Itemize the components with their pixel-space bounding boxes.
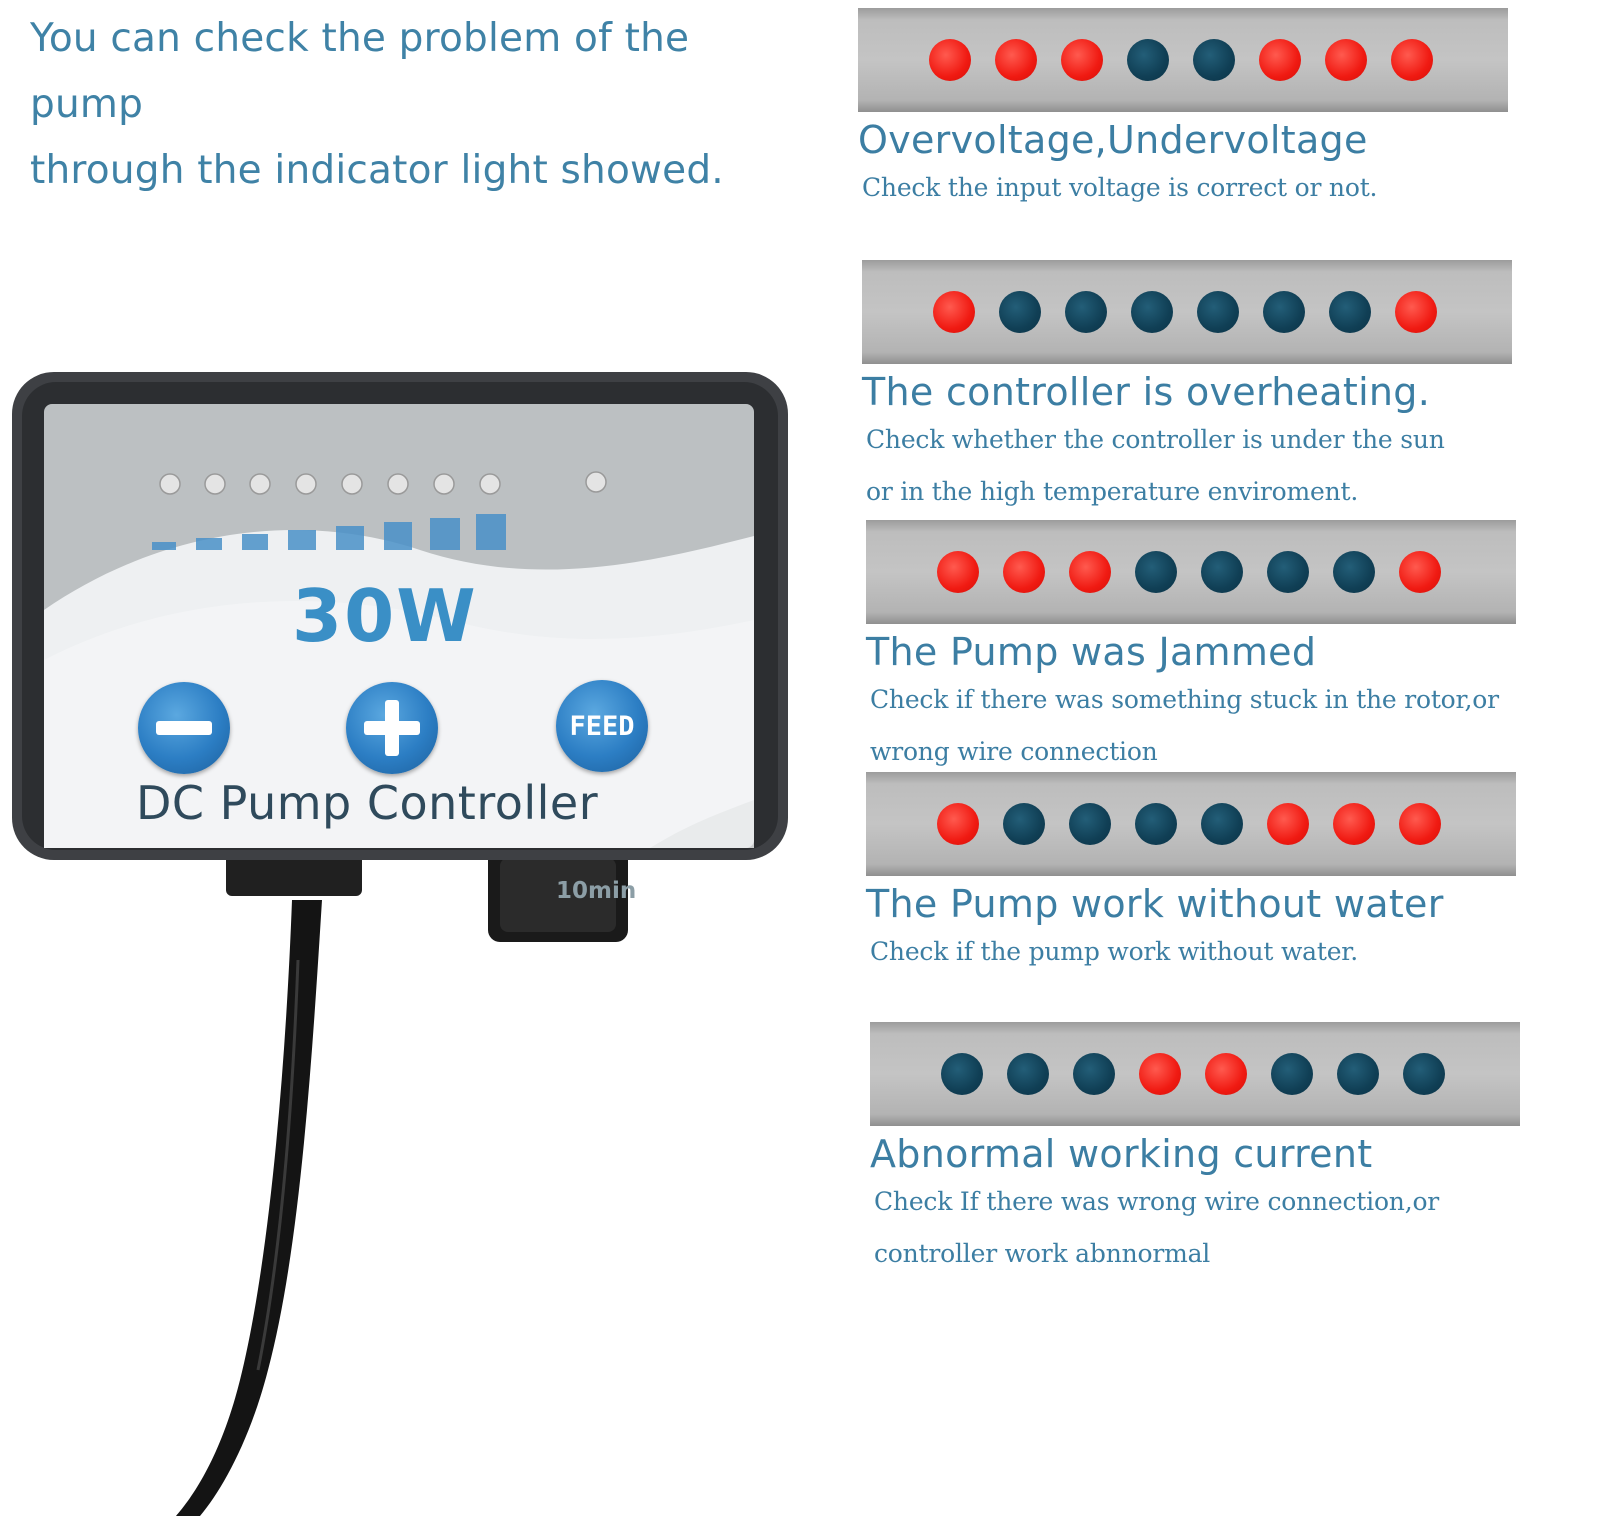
indicator-strip bbox=[866, 772, 1516, 876]
led-row bbox=[937, 551, 1441, 593]
led-blue-icon bbox=[1135, 551, 1177, 593]
led-blue-icon bbox=[1267, 551, 1309, 593]
led-blue-icon bbox=[1073, 1053, 1115, 1095]
timer-label: 10min bbox=[556, 878, 637, 904]
led-blue-icon bbox=[1069, 803, 1111, 845]
led-blue-icon bbox=[1135, 803, 1177, 845]
indicator-title: The Pump was Jammed bbox=[866, 630, 1317, 674]
led-red-icon bbox=[1333, 803, 1375, 845]
led-red-icon bbox=[1395, 291, 1437, 333]
indicator-description: Check If there was wrong wire connection… bbox=[874, 1187, 1440, 1216]
led-blue-icon bbox=[1007, 1053, 1049, 1095]
indicator-description: Check if there was something stuck in th… bbox=[870, 685, 1499, 714]
led-blue-icon bbox=[1193, 39, 1235, 81]
device-title: DC Pump Controller bbox=[136, 776, 599, 830]
led-red-icon bbox=[1325, 39, 1367, 81]
led-red-icon bbox=[1061, 39, 1103, 81]
feed-button[interactable]: FEED bbox=[556, 680, 648, 772]
led-blue-icon bbox=[1333, 551, 1375, 593]
led-blue-icon bbox=[1403, 1053, 1445, 1095]
led-blue-icon bbox=[1329, 291, 1371, 333]
indicator-strip bbox=[862, 260, 1512, 364]
indicator-description: wrong wire connection bbox=[870, 737, 1158, 766]
indicator-strip bbox=[870, 1022, 1520, 1126]
led-red-icon bbox=[933, 291, 975, 333]
indicator-description: Check whether the controller is under th… bbox=[866, 425, 1445, 454]
led-red-icon bbox=[1391, 39, 1433, 81]
led-red-icon bbox=[1069, 551, 1111, 593]
led-red-icon bbox=[1259, 39, 1301, 81]
led-red-icon bbox=[929, 39, 971, 81]
pump-controller-device: 10min bbox=[0, 360, 800, 1516]
indicator-title: The Pump work without water bbox=[866, 882, 1444, 926]
led-red-icon bbox=[1267, 803, 1309, 845]
led-red-icon bbox=[1003, 551, 1045, 593]
led-red-icon bbox=[937, 551, 979, 593]
indicator-description: or in the high temperature enviroment. bbox=[866, 477, 1359, 506]
led-blue-icon bbox=[1263, 291, 1305, 333]
led-red-icon bbox=[995, 39, 1037, 81]
device-body-drawing bbox=[12, 372, 788, 1516]
plus-button[interactable] bbox=[346, 682, 438, 774]
minus-icon bbox=[156, 721, 212, 735]
led-blue-icon bbox=[1271, 1053, 1313, 1095]
intro-text: You can check the problem of the pump th… bbox=[30, 6, 810, 204]
led-row bbox=[937, 803, 1441, 845]
led-blue-icon bbox=[1201, 551, 1243, 593]
led-blue-icon bbox=[1003, 803, 1045, 845]
led-blue-icon bbox=[1201, 803, 1243, 845]
led-red-icon bbox=[1399, 803, 1441, 845]
intro-line-2: through the indicator light showed. bbox=[30, 148, 724, 193]
led-row bbox=[933, 291, 1437, 333]
led-blue-icon bbox=[1131, 291, 1173, 333]
indicator-description: Check if the pump work without water. bbox=[870, 937, 1359, 966]
led-red-icon bbox=[1399, 551, 1441, 593]
led-red-icon bbox=[1139, 1053, 1181, 1095]
led-blue-icon bbox=[1337, 1053, 1379, 1095]
led-blue-icon bbox=[1197, 291, 1239, 333]
plus-icon-vertical bbox=[385, 700, 399, 756]
indicator-title: Abnormal working current bbox=[870, 1132, 1373, 1176]
indicator-description: controller work abnnormal bbox=[874, 1239, 1211, 1268]
indicator-title: Overvoltage,Undervoltage bbox=[858, 118, 1368, 162]
led-red-icon bbox=[1205, 1053, 1247, 1095]
led-row bbox=[941, 1053, 1445, 1095]
indicator-description: Check the input voltage is correct or no… bbox=[862, 173, 1378, 202]
indicator-strip bbox=[866, 520, 1516, 624]
intro-line-1: You can check the problem of the pump bbox=[30, 16, 690, 127]
indicator-panel: The controller is overheating. Check whet… bbox=[862, 260, 1512, 518]
minus-button[interactable] bbox=[138, 682, 230, 774]
led-blue-icon bbox=[1065, 291, 1107, 333]
indicator-strip bbox=[858, 8, 1508, 112]
indicator-title: The controller is overheating. bbox=[862, 370, 1431, 414]
wattage-label: 30W bbox=[292, 574, 478, 658]
led-blue-icon bbox=[941, 1053, 983, 1095]
led-red-icon bbox=[937, 803, 979, 845]
led-row bbox=[929, 39, 1433, 81]
led-blue-icon bbox=[999, 291, 1041, 333]
led-blue-icon bbox=[1127, 39, 1169, 81]
